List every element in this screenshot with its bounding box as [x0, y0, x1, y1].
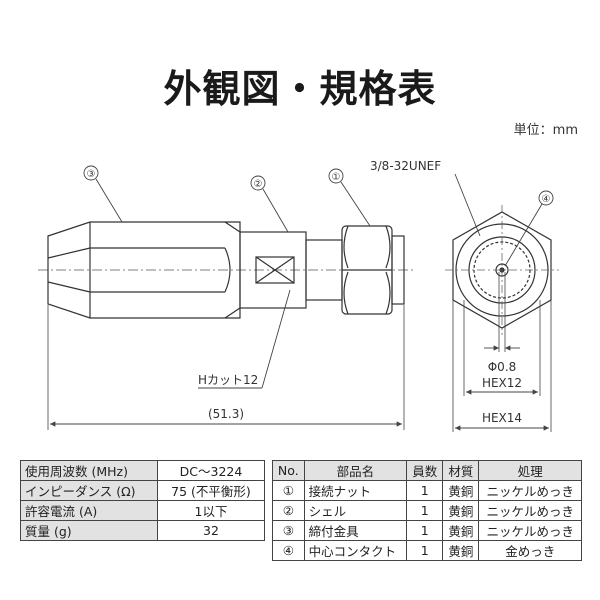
part-name: 中心コンタクト: [303, 540, 408, 561]
table-row: ② シェル 1 黄銅 ニッケルめっき: [272, 500, 582, 521]
part-quantity: 1: [406, 500, 444, 521]
spec-key: 使用周波数 (MHz): [20, 460, 158, 481]
part-no: ④: [272, 540, 305, 561]
callout-2: ②: [250, 175, 289, 233]
column-header-treatment: 処理: [478, 460, 582, 481]
page-title: 外観図・規格表: [163, 67, 437, 111]
callout-4: ④: [504, 190, 554, 267]
hex14-dimension: HEX14: [452, 300, 552, 432]
part-material: 黄銅: [442, 540, 480, 561]
spec-key: インピーダンス (Ω): [20, 480, 158, 501]
connector-drawing: ③ ② ① ④ 3/8-32UNEF Hカット12 (51.3) Φ0.8: [38, 159, 559, 432]
table-row: 許容電流 (A) 1以下: [20, 500, 265, 521]
table-row: ① 接続ナット 1 黄銅 ニッケルめっき: [272, 480, 582, 501]
part-treatment: ニッケルめっき: [478, 500, 582, 521]
spec-key: 質量 (g): [20, 520, 158, 541]
parts-table: No. 部品名 員数 材質 処理 ① 接続ナット 1 黄銅 ニッケルめっき ② …: [272, 460, 582, 561]
spec-value: DC〜3224: [157, 460, 265, 481]
part-no: ①: [272, 480, 305, 501]
part-material: 黄銅: [442, 500, 480, 521]
part-treatment: ニッケルめっき: [478, 520, 582, 541]
unit-label: 単位：mm: [513, 123, 578, 138]
part-quantity: 1: [406, 520, 444, 541]
part-quantity: 1: [406, 480, 444, 501]
spec-value: 1以下: [157, 500, 265, 521]
length-dimension: (51.3): [47, 305, 405, 430]
column-header-material: 材質: [442, 460, 480, 481]
spec-value: 32: [157, 520, 265, 541]
thread-label: 3/8-32UNEF: [370, 159, 441, 173]
table-header-row: No. 部品名 員数 材質 処理: [272, 460, 582, 481]
callout-3-label: ③: [87, 169, 96, 180]
part-treatment: ニッケルめっき: [478, 480, 582, 501]
table-row: インピーダンス (Ω) 75 (不平衡形): [20, 480, 265, 501]
column-header-no: No.: [272, 460, 305, 481]
nut-end-view: [445, 205, 559, 335]
part-material: 黄銅: [442, 520, 480, 541]
table-row: 質量 (g) 32: [20, 520, 265, 541]
part-no: ②: [272, 500, 305, 521]
hex14-label: HEX14: [482, 411, 522, 425]
diameter-label: Φ0.8: [488, 360, 517, 374]
part-name: 接続ナット: [303, 480, 408, 501]
table-row: ③ 締付金具 1 黄銅 ニッケルめっき: [272, 520, 582, 541]
callout-2-label: ②: [254, 179, 263, 190]
part-material: 黄銅: [442, 480, 480, 501]
h-cut-label: Hカット12: [198, 373, 258, 387]
part-no: ③: [272, 520, 305, 541]
callout-1-label: ①: [332, 172, 341, 183]
table-row: 使用周波数 (MHz) DC〜3224: [20, 460, 265, 481]
hex12-dimension: HEX12: [463, 300, 541, 396]
clamp-body: [47, 221, 241, 319]
length-label: (51.3): [208, 407, 244, 421]
callout-1: ①: [328, 168, 371, 227]
column-header-quantity: 員数: [406, 460, 444, 481]
spec-table: 使用周波数 (MHz) DC〜3224 インピーダンス (Ω) 75 (不平衡形…: [20, 460, 265, 541]
spec-value: 75 (不平衡形): [157, 480, 265, 501]
callout-4-label: ④: [542, 194, 551, 205]
spec-key: 許容電流 (A): [20, 500, 158, 521]
diameter-dimension: Φ0.8: [484, 272, 520, 374]
nut-side-view: [341, 225, 405, 315]
part-name: シェル: [303, 500, 408, 521]
callout-3: ③: [83, 165, 123, 223]
part-quantity: 1: [406, 540, 444, 561]
hex12-label: HEX12: [482, 376, 522, 390]
part-name: 締付金具: [303, 520, 408, 541]
table-row: ④ 中心コンタクト 1 黄銅 金めっき: [272, 540, 582, 561]
column-header-part-name: 部品名: [303, 460, 408, 481]
shell-body: [239, 231, 343, 309]
part-treatment: 金めっき: [478, 540, 582, 561]
